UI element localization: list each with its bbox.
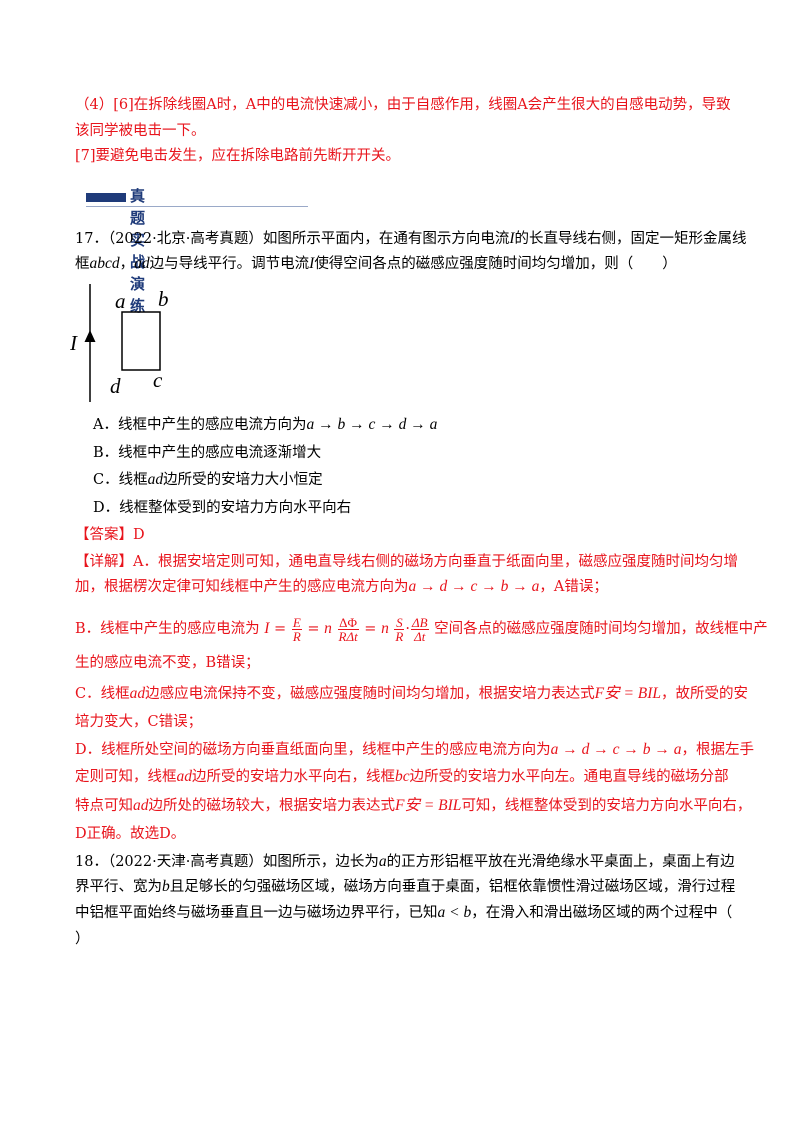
q18-text: 的正方形铝框平放在光滑绝缘水平桌面上，桌面上有边 (386, 854, 735, 870)
q17-detail-c-1: C．线框ad边感应电流保持不变，磁感应强度随时间均匀增加，根据安培力表达式F安 … (75, 683, 748, 705)
q17-var-I: I (509, 230, 515, 247)
q17-stem-text: 框 (75, 256, 90, 272)
q17-option-b: B．线框中产生的感应电流逐渐增大 (93, 445, 322, 461)
q18-text: 中铝框平面始终与磁场垂直且一边与磁场边界平行，已知 (75, 905, 438, 921)
q17-detail-d-4: D正确。故选D。 (75, 826, 186, 842)
figure-label-a: a (115, 289, 126, 313)
detail-text: 定则可知，线框 (75, 769, 177, 785)
detail-seq: a → d → c → b → a (408, 578, 540, 595)
detail-text: 空间各点的磁感应强度随时间均匀增加，故线框中产 (434, 621, 768, 637)
prev-answer-line-1: （4）[6]在拆除线圈A时，A中的电流快速减小，由于自感作用，线圈A会产生很大的… (75, 97, 731, 113)
q17-stem-text: 边与导线平行。调节电流 (149, 256, 310, 272)
detail-text: ，故所受的安 (661, 686, 749, 702)
q18-var-a: a (378, 853, 387, 870)
q17-detail-a-2: 加，根据楞次定律可知线框中产生的感应电流方向为a → d → c → b → a… (75, 576, 608, 598)
q17-option-c: C．线框ad边所受的安培力大小恒定 (93, 469, 323, 491)
prev-answer-line-2: 该同学被电击一下。 (75, 123, 206, 139)
detail-text: D．线框所处空间的磁场方向垂直纸面向里，线框中产生的感应电流方向为 (75, 742, 551, 758)
q17-detail-d-3: 特点可知ad边所处的磁场较大，根据安培力表达式F安 = BIL可知，线框整体受到… (75, 795, 751, 817)
detail-var-ad: ad (129, 685, 146, 702)
detail-var-ad: ad (133, 797, 149, 814)
q17-detail-d-2: 定则可知，线框ad边所受的安培力水平向右，线框bc边所受的安培力水平向左。通电直… (75, 766, 729, 788)
q18-stem-line-2: 界平行、宽为b且足够长的匀强磁场区域，磁场方向垂直于桌面，铝框依靠惯性滑过磁场区… (75, 876, 735, 898)
detail-text: 特点可知 (75, 798, 133, 814)
q17-var-I: I (309, 255, 315, 272)
force-formula: F安 = BIL (395, 797, 462, 814)
option-text: C．线框 (93, 472, 148, 488)
q17-detail-d-1: D．线框所处空间的磁场方向垂直纸面向里，线框中产生的感应电流方向为a → d →… (75, 739, 754, 761)
figure-label-d: d (110, 374, 121, 398)
detail-text: 边所受的安培力水平向右，线框 (192, 769, 395, 785)
q17-stem-line-1: 17．（2022·北京·高考真题）如图所示平面内，在通有图示方向电流I的长直导线… (75, 228, 747, 250)
q18-var-b: b (162, 878, 170, 895)
section-heading-bar (86, 193, 126, 202)
detail-var-bc: bc (395, 768, 410, 785)
section-heading-text: 真题实战演练 (130, 187, 146, 315)
q18-stem-line-1: 18．（2022·天津·高考真题）如图所示，边长为a的正方形铝框平放在光滑绝缘水… (75, 851, 735, 873)
detail-text: 边感应电流保持不变，磁感应强度随时间均匀增加，根据安培力表达式 (145, 686, 595, 702)
detail-text: B．线框中产生的感应电流为 (75, 621, 260, 637)
detail-text: 边所受的安培力水平向左。通电直导线的磁场分部 (409, 769, 729, 785)
q18-text: 18．（2022·天津·高考真题）如图所示，边长为 (75, 854, 379, 870)
q18-text: 且足够长的匀强磁场区域，磁场方向垂直于桌面，铝框依靠惯性滑过磁场区域，滑行过程 (169, 879, 736, 895)
detail-text: ，A错误； (539, 579, 608, 595)
detail-var-ad: ad (176, 768, 193, 785)
q18-text: ，在滑入和滑出磁场区域的两个过程中（ (471, 905, 733, 921)
q17-detail-c-2: 培力变大，C错误； (75, 714, 203, 730)
q18-stem-line-4: ） (75, 931, 90, 947)
q17-var-abcd: abcd (89, 255, 120, 272)
q17-option-a: A．线框中产生的感应电流方向为a → b → c → d → a (93, 414, 437, 436)
figure-label-I: I (70, 331, 78, 355)
q17-stem-text: 使得空间各点的磁感应强度随时间均匀增加，则（ ） (314, 256, 677, 272)
detail-seq: a → d → c → b → a (550, 741, 682, 758)
q17-stem-text: ， (119, 256, 135, 272)
q17-stem-text: 17．（2022·北京·高考真题）如图所示平面内，在通有图示方向电流 (75, 231, 510, 247)
detail-text: ，根据左手 (681, 742, 755, 758)
current-arrow-icon (84, 330, 96, 342)
detail-text: 加，根据楞次定律可知线框中产生的感应电流方向为 (75, 579, 409, 595)
q17-var-ad: ad (134, 255, 150, 272)
detail-text: C．线框 (75, 686, 130, 702)
figure-label-b: b (158, 287, 169, 311)
q17-detail-a-1: 【详解】A．根据安培定则可知，通电直导线右侧的磁场方向垂直于纸面向里，磁感应强度… (75, 554, 738, 570)
q17-detail-b-2: 生的感应电流不变，B错误； (75, 655, 260, 671)
q17-figure-svg: I a b c d (69, 284, 169, 402)
rectangle-frame (121, 311, 161, 371)
option-text: 边所受的安培力大小恒定 (163, 472, 323, 488)
q17-stem-text: 的长直导线右侧，固定一矩形金属线 (514, 231, 747, 247)
q17-answer: 【答案】D (75, 527, 145, 543)
q17-figure: I a b c d (69, 280, 190, 405)
detail-text: 边所处的磁场较大，根据安培力表达式 (148, 798, 396, 814)
prev-answer-line-3: [7]要避免电击发生，应在拆除电路前先断开开关。 (75, 148, 401, 164)
q17-option-d: D．线框整体受到的安培力方向水平向右 (93, 500, 352, 516)
q18-text: 界平行、宽为 (75, 879, 162, 895)
option-seq: a → b → c → d → a (306, 416, 438, 433)
section-heading-underline (86, 206, 308, 207)
q18-condition: a < b (437, 904, 472, 921)
option-var-ad: ad (147, 471, 164, 488)
option-text: A．线框中产生的感应电流方向为 (93, 417, 307, 433)
q17-stem-line-2: 框abcd，ad边与导线平行。调节电流I使得空间各点的磁感应强度随时间均匀增加，… (75, 253, 677, 275)
detail-text: 可知，线框整体受到的安培力方向水平向右， (461, 798, 752, 814)
figure-label-c: c (153, 368, 163, 392)
q18-stem-line-3: 中铝框平面始终与磁场垂直且一边与磁场边界平行，已知a < b，在滑入和滑出磁场区… (75, 902, 732, 924)
force-formula: F安 = BIL (594, 685, 662, 702)
